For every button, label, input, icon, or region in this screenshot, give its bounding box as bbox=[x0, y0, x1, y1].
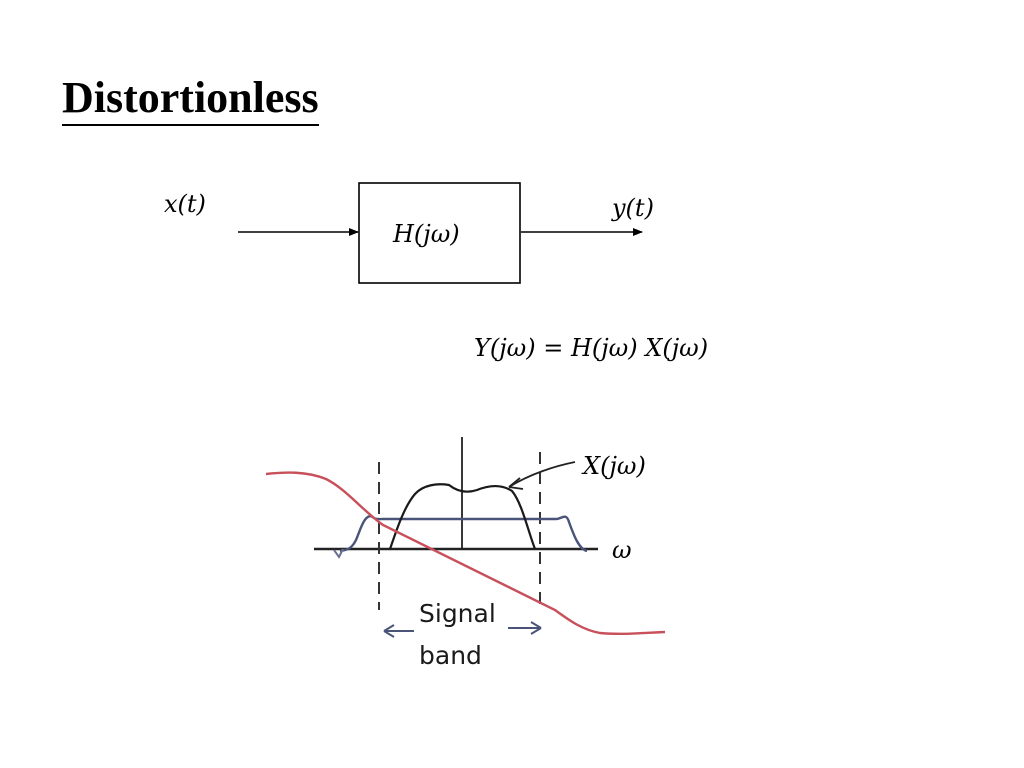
band-arrow-left bbox=[383, 624, 414, 638]
input-signal-label: x(t) bbox=[164, 190, 206, 218]
output-signal-label: y(t) bbox=[611, 194, 654, 222]
signal-band-label-line2: band bbox=[419, 641, 482, 670]
spectrum-pointer-head bbox=[508, 477, 524, 490]
system-block bbox=[358, 182, 521, 284]
signal-band-label-line1: Signal bbox=[419, 599, 496, 628]
system-transfer-label: H(jω) bbox=[392, 220, 460, 248]
spectrum-label: X(jω) bbox=[581, 452, 646, 480]
frequency-axis-label: ω bbox=[612, 536, 632, 564]
spectrum-curve bbox=[388, 483, 537, 550]
magnitude-curve bbox=[339, 514, 588, 553]
phase-curve bbox=[265, 471, 666, 636]
block-diagram: x(t) H(jω) y(t) bbox=[164, 182, 654, 284]
equation: Y(jω) = H(jω) X(jω) bbox=[474, 334, 708, 362]
band-arrow-right bbox=[508, 621, 542, 635]
slide-title: Distortionless bbox=[62, 73, 319, 127]
spectrum-pointer-arrow bbox=[508, 461, 576, 488]
magnitude-wiggle-left bbox=[333, 548, 344, 559]
spectrum-plot: X(jω) ω Signal band bbox=[265, 437, 666, 670]
